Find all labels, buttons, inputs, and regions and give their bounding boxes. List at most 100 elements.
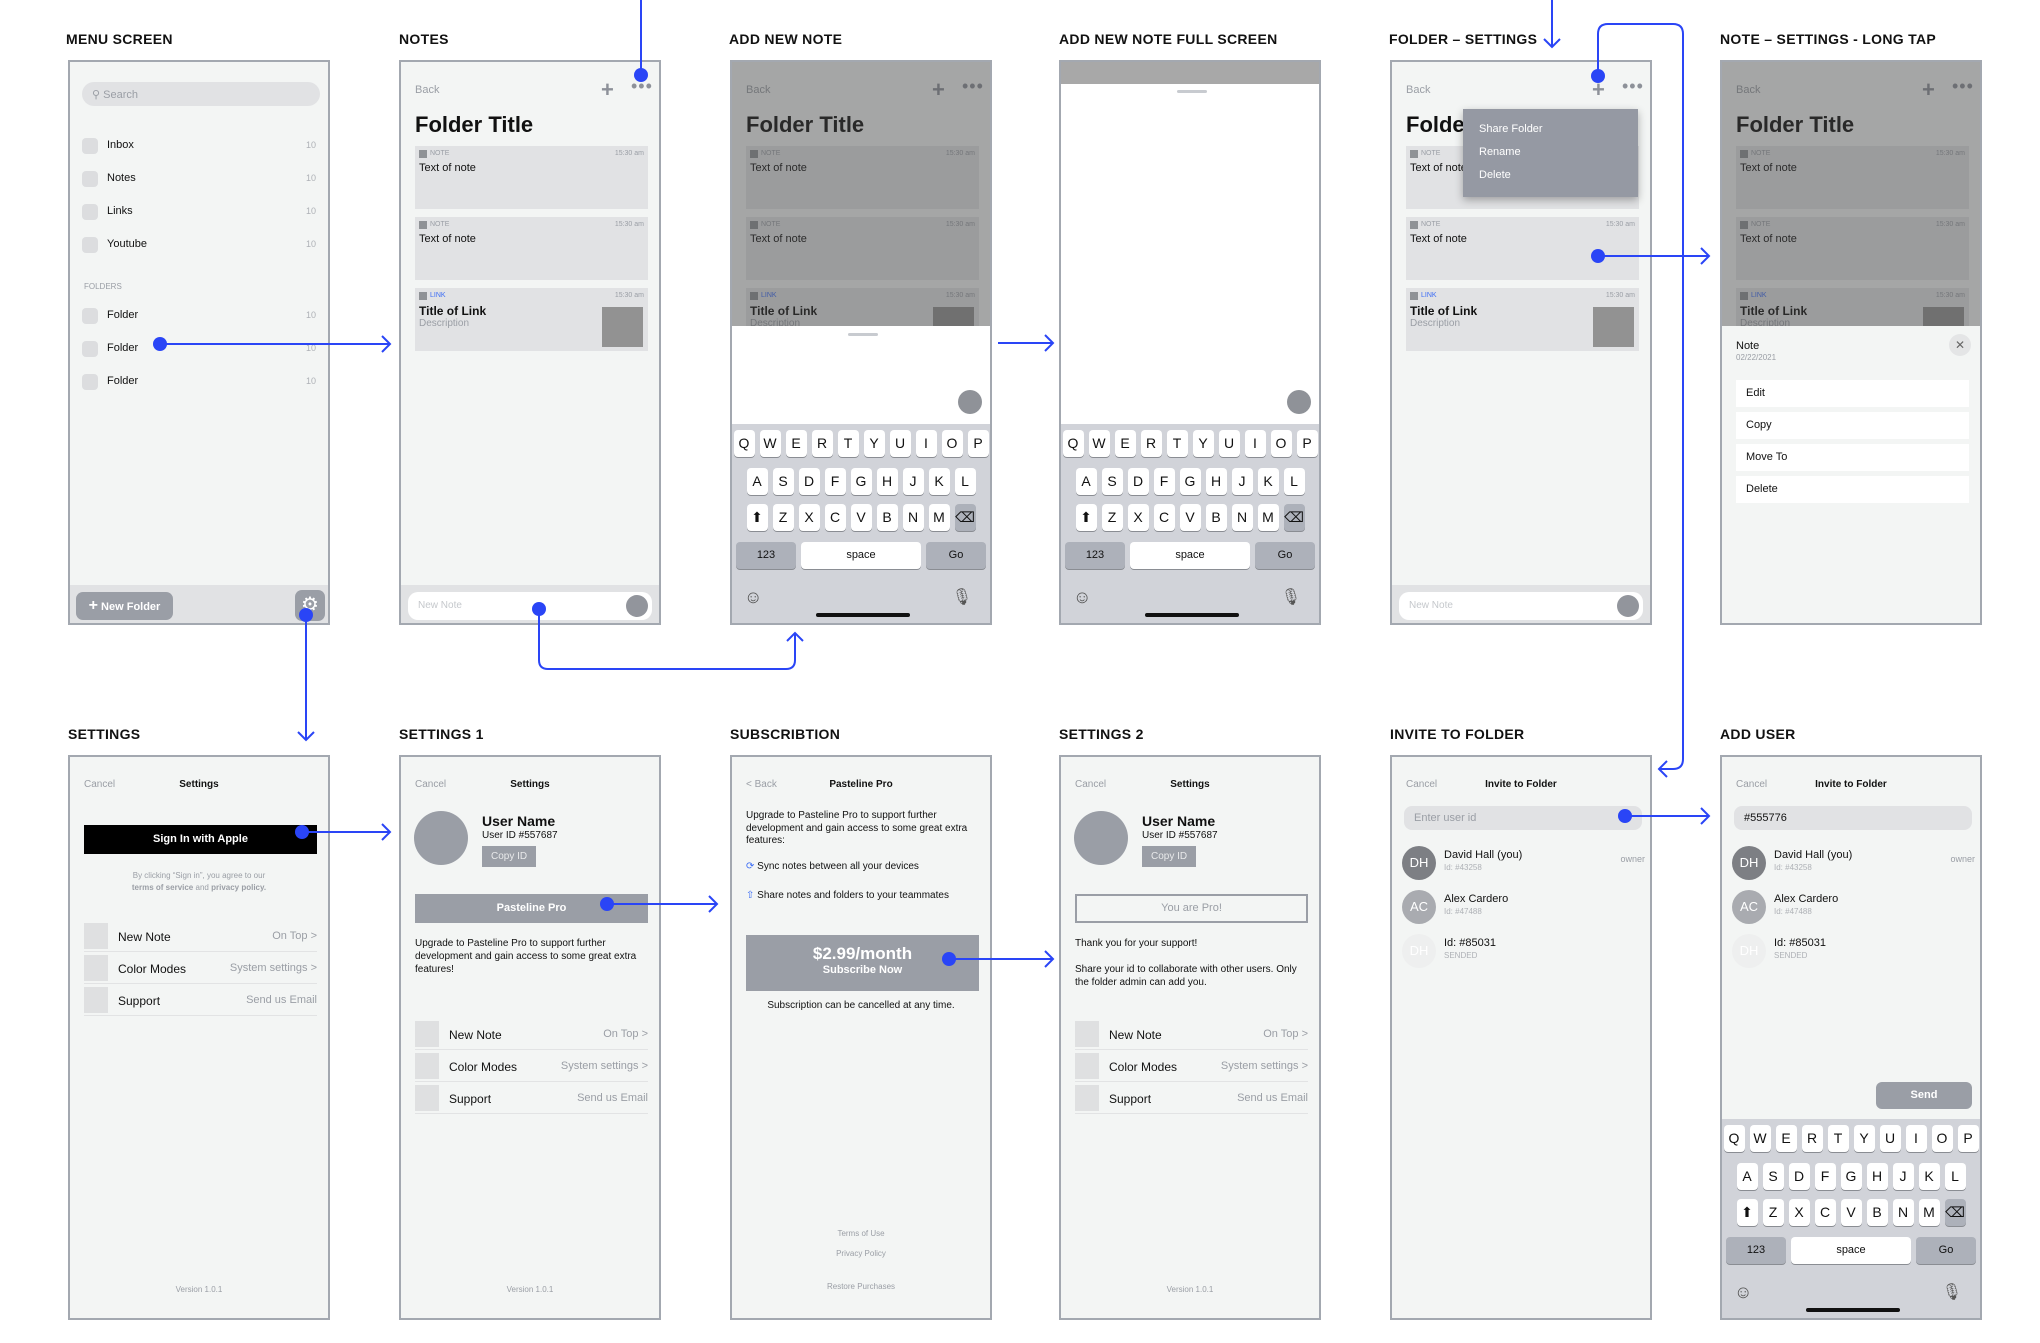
key[interactable]: U	[1218, 430, 1240, 457]
key[interactable]: U	[1879, 1125, 1901, 1152]
option-move-to[interactable]: Move To	[1736, 444, 1969, 471]
key[interactable]: R	[1140, 430, 1162, 457]
key[interactable]: L	[1944, 1163, 1966, 1190]
go-key[interactable]: Go	[1255, 542, 1315, 569]
key[interactable]: V	[850, 504, 872, 531]
key[interactable]: X	[1788, 1199, 1810, 1226]
emoji-icon[interactable]: ☺	[1734, 1282, 1753, 1302]
key[interactable]: H	[876, 468, 898, 495]
cancel-button[interactable]: Cancel	[84, 779, 116, 790]
key[interactable]: O	[941, 430, 963, 457]
cancel-button[interactable]: Cancel	[1736, 779, 1768, 790]
copy-id-button[interactable]: Copy ID	[482, 846, 537, 867]
sheet-handle[interactable]	[848, 333, 878, 336]
key[interactable]: F	[1814, 1163, 1836, 1190]
key[interactable]: E	[1775, 1125, 1797, 1152]
key[interactable]: S	[1762, 1163, 1784, 1190]
key[interactable]: T	[1827, 1125, 1849, 1152]
space-key[interactable]: space	[1791, 1237, 1911, 1264]
key[interactable]: O	[1931, 1125, 1953, 1152]
numbers-key[interactable]: 123	[1726, 1237, 1786, 1264]
numbers-key[interactable]: 123	[736, 542, 796, 569]
key[interactable]: G	[1840, 1163, 1862, 1190]
key[interactable]: R	[1801, 1125, 1823, 1152]
privacy-link[interactable]: Privacy Policy	[836, 1249, 886, 1258]
back-button[interactable]: Back	[1736, 84, 1761, 96]
option-copy[interactable]: Copy	[1736, 412, 1969, 439]
key[interactable]: K	[1257, 468, 1279, 495]
option-edit[interactable]: Edit	[1736, 380, 1969, 407]
key[interactable]: Z	[1101, 504, 1123, 531]
key[interactable]: N	[902, 504, 924, 531]
plus-icon[interactable]: +	[932, 77, 945, 102]
key[interactable]: V	[1179, 504, 1201, 531]
user-id-input[interactable]: #555776	[1734, 806, 1972, 830]
shift-key[interactable]: ⬆	[1075, 504, 1097, 531]
cancel-button[interactable]: Cancel	[1075, 779, 1107, 790]
microphone-icon[interactable]: 🎙︎	[951, 589, 972, 606]
terms-link[interactable]: Terms of Use	[837, 1229, 885, 1238]
key[interactable]: A	[1736, 1163, 1758, 1190]
key[interactable]: P	[967, 430, 989, 457]
key[interactable]: G	[1179, 468, 1201, 495]
menu-item-share-folder[interactable]: Share Folder	[1479, 123, 1543, 135]
sign-in-apple-button[interactable]: Sign In with Apple	[84, 825, 317, 854]
key[interactable]: N	[1231, 504, 1253, 531]
key[interactable]: B	[876, 504, 898, 531]
more-icon[interactable]: •••	[1952, 76, 1974, 96]
key[interactable]: F	[824, 468, 846, 495]
restore-purchases-link[interactable]: Restore Purchases	[826, 1282, 896, 1291]
key[interactable]: E	[785, 430, 807, 457]
shift-key[interactable]: ⬆	[1736, 1199, 1758, 1226]
go-key[interactable]: Go	[1916, 1237, 1976, 1264]
microphone-icon[interactable]: 🎙︎	[1280, 589, 1301, 606]
plus-icon[interactable]: +	[1922, 77, 1935, 102]
key[interactable]: V	[1840, 1199, 1862, 1226]
key[interactable]: J	[1892, 1163, 1914, 1190]
key[interactable]: Y	[1853, 1125, 1875, 1152]
gear-icon[interactable]: ⚙	[295, 590, 325, 621]
key[interactable]: C	[1153, 504, 1175, 531]
emoji-icon[interactable]: ☺	[1073, 587, 1092, 607]
new-note-input[interactable]: New Note	[408, 592, 652, 620]
key[interactable]: D	[1127, 468, 1149, 495]
subscribe-button[interactable]: $2.99/month Subscribe Now	[746, 935, 979, 991]
key[interactable]: H	[1205, 468, 1227, 495]
key[interactable]: C	[824, 504, 846, 531]
space-key[interactable]: space	[801, 542, 921, 569]
cancel-button[interactable]: Cancel	[1406, 779, 1438, 790]
key[interactable]: D	[1788, 1163, 1810, 1190]
key[interactable]: U	[889, 430, 911, 457]
key[interactable]: R	[811, 430, 833, 457]
key[interactable]: S	[1101, 468, 1123, 495]
space-key[interactable]: space	[1130, 542, 1250, 569]
back-button[interactable]: Back	[415, 84, 440, 96]
key[interactable]: K	[928, 468, 950, 495]
key[interactable]: Q	[733, 430, 755, 457]
key[interactable]: G	[850, 468, 872, 495]
new-note-input[interactable]: New Note	[1399, 592, 1643, 620]
plus-icon[interactable]: +	[601, 77, 614, 102]
key[interactable]: Z	[772, 504, 794, 531]
key[interactable]: J	[1231, 468, 1253, 495]
back-button[interactable]: < Back	[746, 779, 777, 790]
send-button[interactable]	[1617, 595, 1639, 617]
cancel-button[interactable]: Cancel	[415, 779, 447, 790]
backspace-key[interactable]: ⌫	[1944, 1199, 1966, 1226]
